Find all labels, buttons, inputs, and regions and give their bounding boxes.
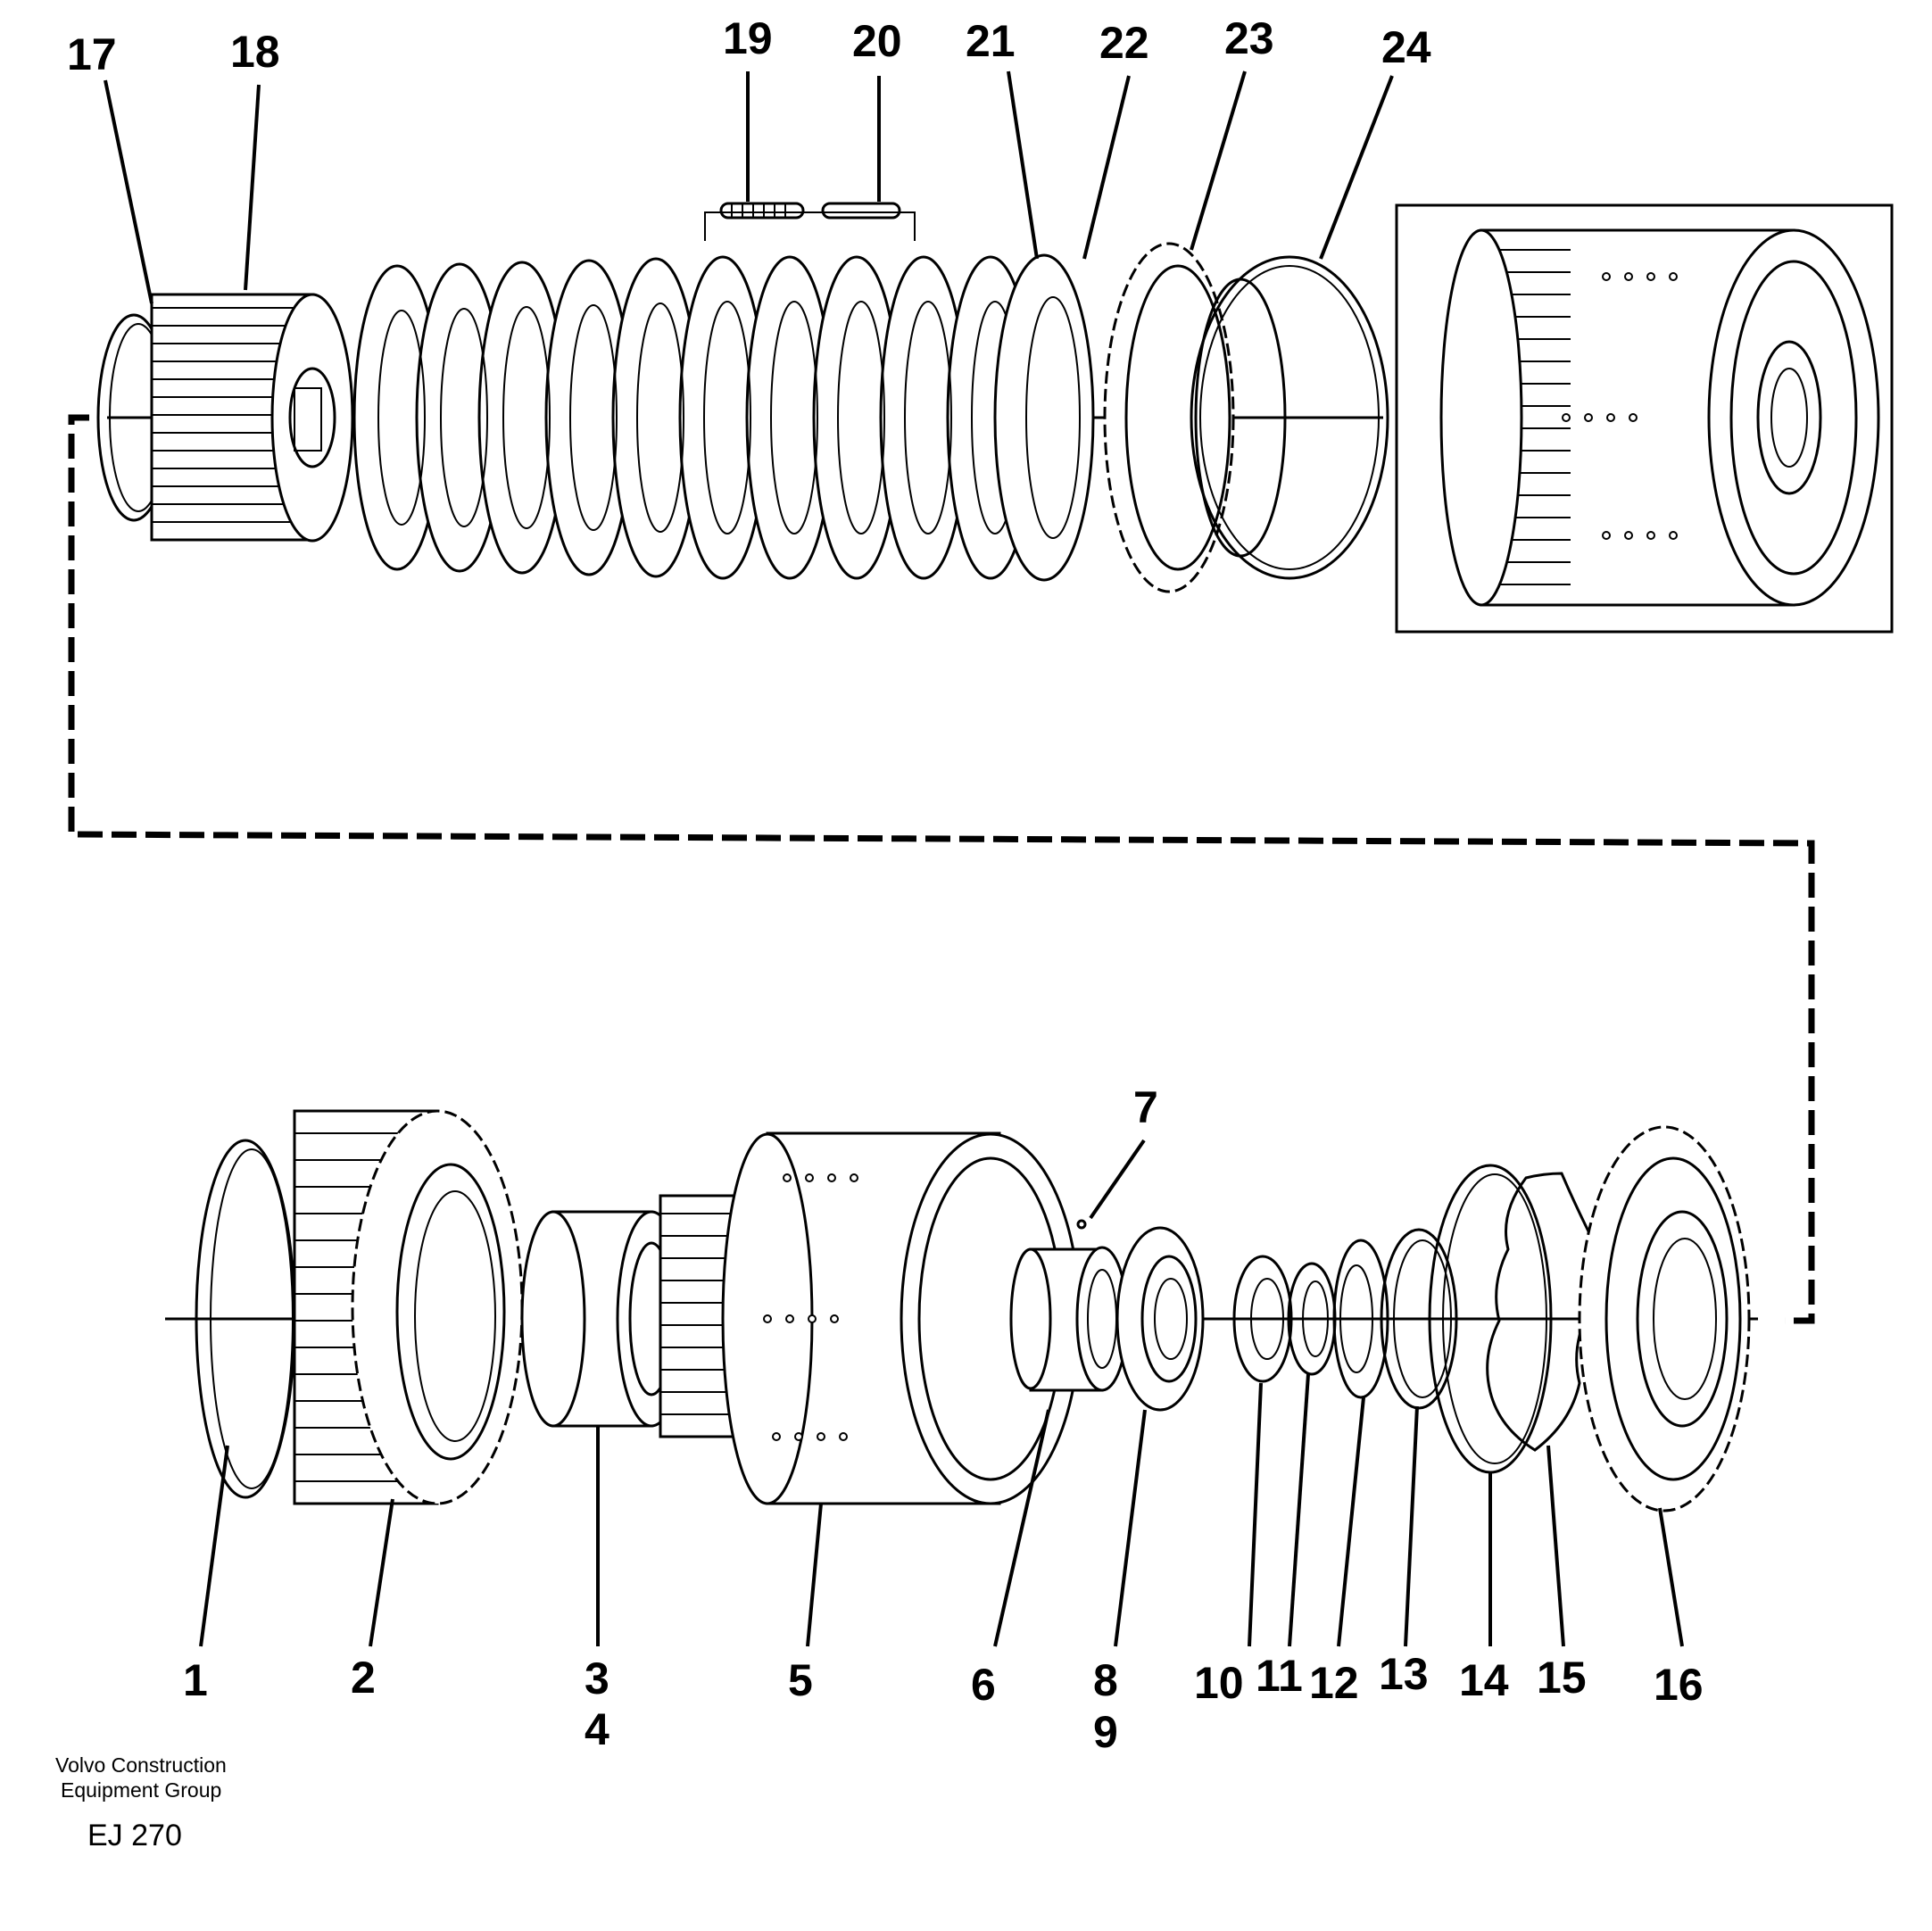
callout-21: 21: [966, 16, 1016, 66]
part-16-piston: [1578, 1125, 1751, 1512]
callout-23: 23: [1224, 13, 1274, 63]
callout-18: 18: [230, 27, 280, 77]
callout-22: 22: [1099, 18, 1149, 68]
callout-15: 15: [1537, 1653, 1587, 1703]
callout-11: 11: [1256, 1651, 1303, 1701]
assembly-connection-dashed-line: [68, 414, 1815, 1324]
callout-14: 14: [1459, 1655, 1509, 1705]
part-13-ring: [1380, 1228, 1458, 1410]
callout-8: 8: [1093, 1655, 1118, 1705]
leader-lines: [104, 70, 1684, 1647]
callout-6: 6: [971, 1660, 996, 1710]
part-24-snap-ring: [1190, 255, 1389, 580]
callout-12: 12: [1309, 1658, 1359, 1708]
part-8-ball-bearing: [1115, 1226, 1205, 1412]
part-5-clutch-drum: [659, 1131, 1082, 1505]
part-19-spring: [719, 202, 805, 220]
assembled-drum-inset: [1395, 203, 1894, 634]
part-22-pressure-plate: [993, 253, 1095, 582]
callout-4: 4: [585, 1704, 609, 1754]
part-3-bearing-sleeve: [520, 1210, 687, 1428]
part-10-washer: [1232, 1255, 1293, 1383]
part-18-splined-hub: [150, 293, 354, 543]
callout-numbers: 17 18 19 20 21 22 23 24 7 1 2 3 4 5 6 8 …: [67, 13, 1704, 1757]
drawing-code: EJ 270: [87, 1819, 182, 1852]
part-12-cup-spring: [1332, 1239, 1389, 1399]
part-15-wave-spring: [1486, 1172, 1595, 1452]
clutch-disc-pack: [352, 255, 1093, 580]
callout-19: 19: [723, 13, 773, 63]
callout-16: 16: [1654, 1660, 1704, 1710]
part-2-gear-ring: [293, 1109, 524, 1505]
footer: Volvo Construction Equipment Group EJ 27…: [55, 1753, 227, 1852]
callout-3: 3: [585, 1653, 609, 1703]
callout-2: 2: [351, 1653, 376, 1703]
callout-24: 24: [1381, 22, 1431, 72]
callout-1: 1: [183, 1655, 208, 1705]
callout-20: 20: [852, 16, 902, 66]
part-23-toothed-ring: [1103, 242, 1235, 593]
callout-5: 5: [788, 1655, 813, 1705]
part-20-pin: [821, 202, 901, 220]
callout-10: 10: [1194, 1658, 1244, 1708]
company-name-line2: Equipment Group: [61, 1778, 221, 1802]
parts-19-20-bracket: [704, 211, 916, 241]
callout-13: 13: [1379, 1649, 1429, 1699]
callout-9: 9: [1093, 1707, 1118, 1757]
callout-17: 17: [67, 29, 117, 79]
callout-7: 7: [1133, 1082, 1158, 1132]
part-7-pin: [1076, 1219, 1087, 1230]
company-name-line1: Volvo Construction: [55, 1753, 227, 1777]
part-6-sleeve: [1009, 1246, 1129, 1392]
